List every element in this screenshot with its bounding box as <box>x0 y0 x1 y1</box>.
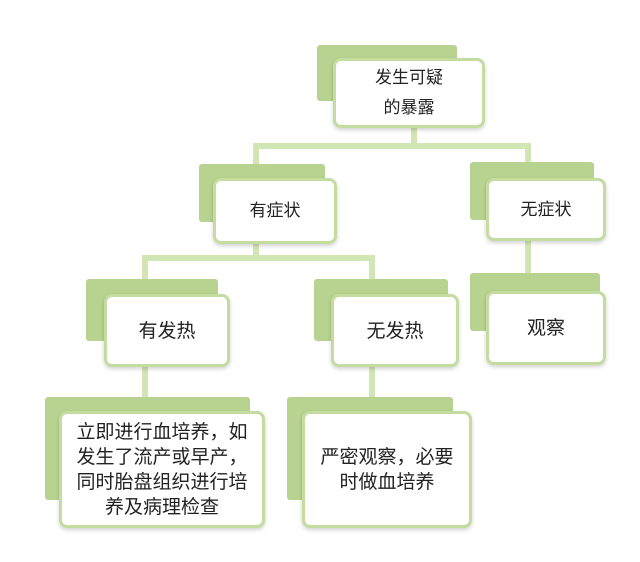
node-fever-action-box: 立即进行血培养，如 发生了流产或早产， 同时胎盘组织进行培 养及病理检查 <box>59 411 265 528</box>
node-root-box: 发生可疑 的暴露 <box>333 58 485 128</box>
node-no-fever-box: 无发热 <box>331 294 459 367</box>
node-fever-action-label: 立即进行血培养，如 发生了流产或早产， 同时胎盘组织进行培 养及病理检查 <box>76 420 248 518</box>
node-observe-box: 观察 <box>486 291 606 365</box>
node-symptomatic-box: 有症状 <box>213 178 337 244</box>
node-fever-box: 有发热 <box>104 294 230 367</box>
node-asymptomatic-box: 无症状 <box>486 178 606 241</box>
node-no-fever-label: 无发热 <box>366 319 424 342</box>
node-no-fever-action-label: 严密观察，必要 时做血培养 <box>320 445 454 493</box>
node-observe-label: 观察 <box>526 317 565 339</box>
node-root-label: 发生可疑 的暴露 <box>375 68 443 118</box>
node-no-fever-action-box: 严密观察，必要 时做血培养 <box>302 411 472 528</box>
node-symptomatic-label: 有症状 <box>249 201 301 221</box>
node-fever-label: 有发热 <box>138 319 196 342</box>
node-asymptomatic-label: 无症状 <box>520 199 572 220</box>
